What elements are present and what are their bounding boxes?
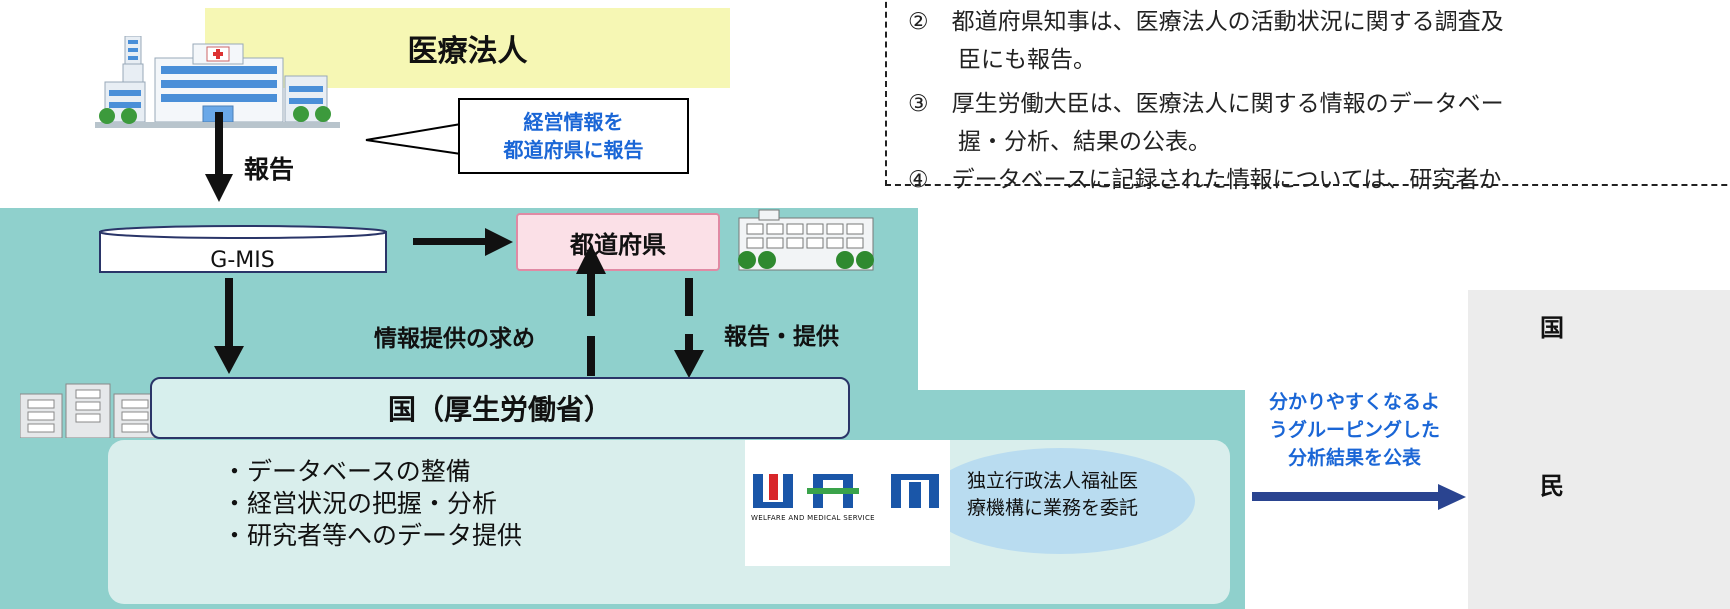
- note-2-line-1: ② 都道府県知事は、医療法人の活動状況に関する調査及: [908, 9, 1504, 35]
- arrow-down-icon: [214, 278, 244, 374]
- wam-logo-icon: [753, 474, 939, 508]
- note-2-line-2: 臣にも報告。: [958, 47, 1096, 73]
- corp-title: 医療法人: [407, 34, 528, 69]
- report-provide-label: 報告・提供: [724, 324, 839, 350]
- callout-box: 経営情報を 都道府県に報告: [458, 98, 689, 174]
- arrow-up-icon: [576, 244, 606, 376]
- header-band: [205, 8, 730, 88]
- report-label: 報告: [244, 155, 295, 184]
- audience-item: 民: [1540, 472, 1564, 500]
- callout-pointer: [365, 123, 462, 155]
- wam-logo: WELFARE AND MEDICAL SERVICE: [745, 440, 950, 566]
- task-item: ・データベースの整備: [222, 457, 471, 486]
- gmis-label: G-MIS: [210, 247, 275, 273]
- wam-ellipse: [925, 448, 1195, 554]
- ministry-building-icon: [20, 383, 156, 438]
- task-item: ・研究者等へのデータ提供: [222, 521, 523, 550]
- publish-line-2: うグルーピングした: [1268, 419, 1440, 441]
- publish-line-3: 分析結果を公表: [1287, 447, 1421, 469]
- task-item: ・経営状況の把握・分析: [222, 489, 498, 518]
- publish-arrow-icon: [1252, 484, 1466, 510]
- note-3-line-1: ③ 厚生労働大臣は、医療法人に関する情報のデータベー: [908, 91, 1504, 117]
- wam-subtitle: WELFARE AND MEDICAL SERVICE: [751, 514, 875, 522]
- national-box: 国（厚生労働省）: [150, 377, 850, 439]
- request-label: 情報提供の求め: [374, 326, 535, 352]
- wam-desc-line-2: 療機構に業務を委託: [967, 497, 1139, 519]
- callout-line-2: 都道府県に報告: [503, 138, 644, 162]
- database-icon: [99, 225, 387, 273]
- wam-desc-line-1: 独立行政法人福祉医: [967, 470, 1139, 492]
- publish-line-1: 分かりやすくなるよ: [1268, 391, 1440, 413]
- wam-description: 独立行政法人福祉医 療機構に業務を委託: [967, 468, 1177, 522]
- audience-panel: [1468, 290, 1730, 609]
- report-arrow-icon: [205, 112, 233, 202]
- note-4-line-1: ④ データベースに記録された情報については、研究者か: [908, 167, 1502, 193]
- publish-caption: 分かりやすくなるよ うグルーピングした 分析結果を公表: [1242, 388, 1467, 472]
- prefecture-box: 都道府県: [516, 213, 720, 271]
- notes-box: [885, 0, 1730, 186]
- note-3-line-2: 握・分析、結果の公表。: [958, 129, 1211, 155]
- callout-line-1: 経営情報を: [523, 110, 624, 134]
- audience-item: 国: [1540, 314, 1564, 342]
- office-building-icon: [738, 209, 874, 271]
- arrow-down-icon: [674, 278, 704, 378]
- arrow-right-icon: [413, 228, 513, 256]
